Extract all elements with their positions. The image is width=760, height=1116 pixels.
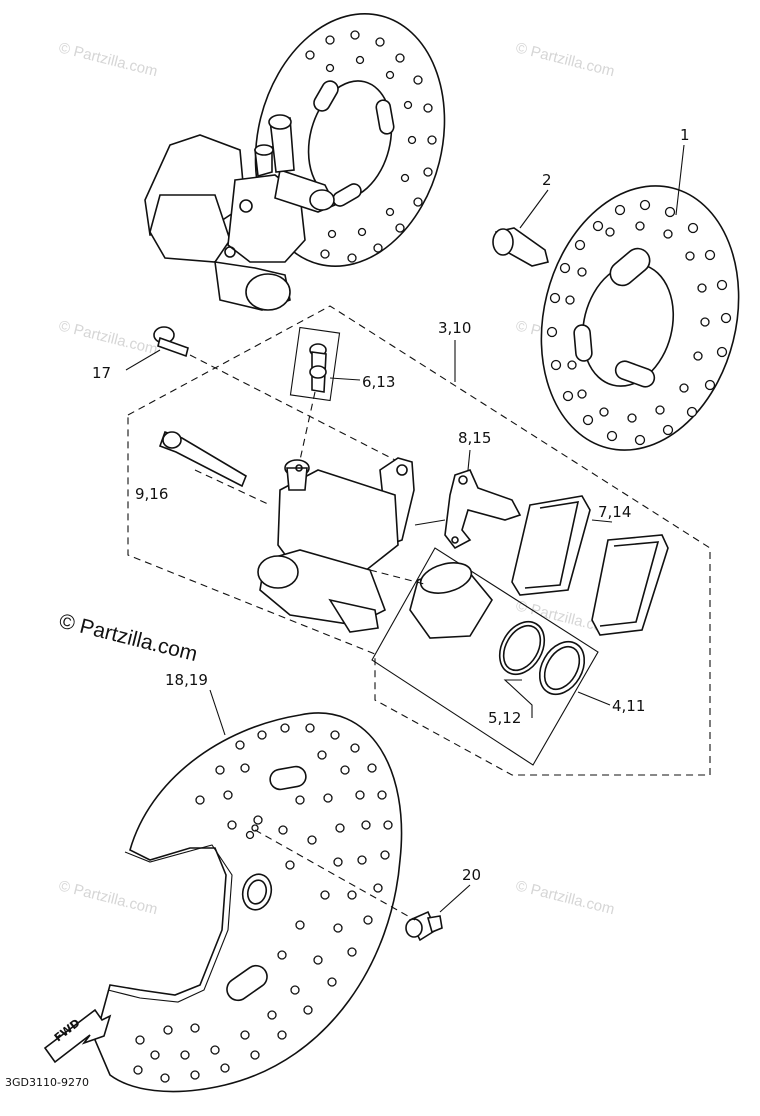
- caliper-kit-boundary: [127, 305, 711, 776]
- disc-cover-part-18-19: [94, 712, 403, 1093]
- pad-support-part-8-15: [444, 469, 522, 550]
- caliper-part-3-10: [257, 457, 415, 633]
- leader-lines: [125, 144, 685, 921]
- callout-6-13: 6,13: [362, 373, 395, 391]
- callout-labels: 1 2 3,10 4,11 5,12 6,13 7,14 8,15 9,16 1…: [92, 126, 690, 884]
- brake-pads-part-7-14: [511, 495, 669, 636]
- caliper-assembly-illustration: [144, 13, 446, 311]
- callout-9-16: 9,16: [135, 485, 168, 503]
- watermark-main: © Partzilla.com: [57, 610, 200, 667]
- pad-piston-box: [371, 547, 599, 766]
- callout-5-12: 5,12: [488, 709, 521, 727]
- callout-2: 2: [542, 171, 552, 189]
- piston-and-seals: [409, 562, 586, 696]
- pin-part-9-16: [158, 430, 247, 488]
- callout-7-14: 7,14: [598, 503, 631, 521]
- callout-8-15: 8,15: [458, 429, 491, 447]
- watermark-text: © Partzilla.com: [514, 877, 616, 918]
- watermark-text: © Partzilla.com: [57, 317, 159, 358]
- diagram-code: 3GD3110-9270: [5, 1076, 89, 1089]
- bolt-part-17: [153, 326, 189, 358]
- callout-3-10: 3,10: [438, 319, 471, 337]
- callout-4-11: 4,11: [612, 697, 645, 715]
- brake-disc-part-1: [540, 185, 740, 451]
- bolt-part-2: [492, 227, 549, 267]
- watermark-text: © Partzilla.com: [57, 877, 159, 918]
- watermark-text: © Partzilla.com: [57, 39, 159, 80]
- callout-20: 20: [462, 866, 481, 884]
- watermark-text: © Partzilla.com: [514, 39, 616, 80]
- callout-17: 17: [92, 364, 111, 382]
- bleeder-part-6-13: [289, 326, 341, 402]
- callout-18-19: 18,19: [165, 671, 208, 689]
- forward-arrow: FWD: [43, 1008, 112, 1064]
- bolt-part-20: [405, 910, 443, 942]
- callout-1: 1: [680, 126, 690, 144]
